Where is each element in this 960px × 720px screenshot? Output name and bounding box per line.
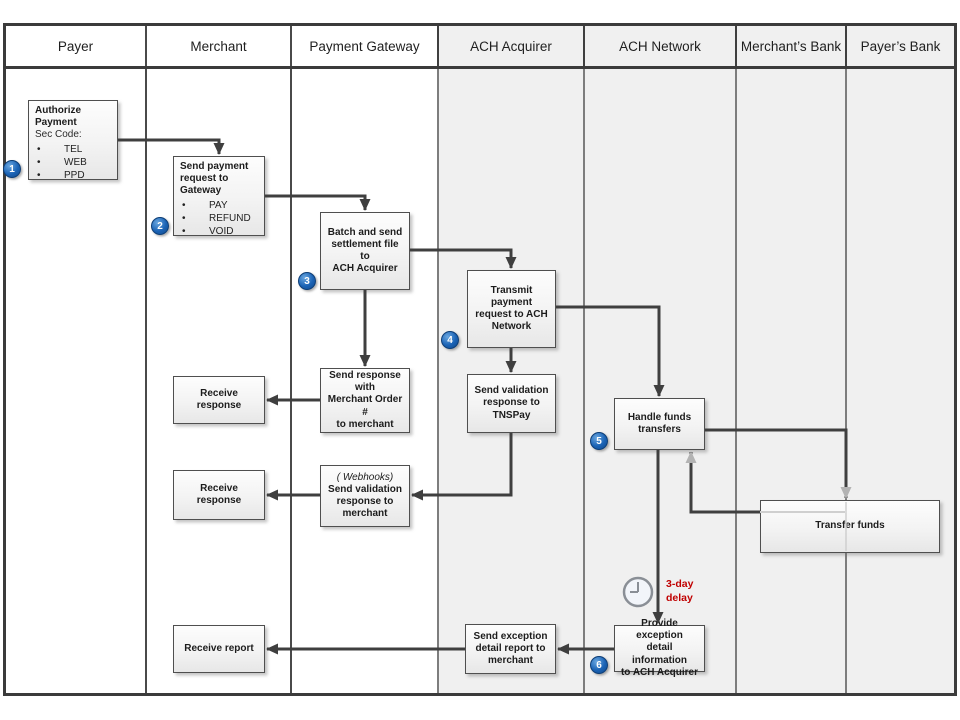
lane-divider-header (735, 26, 737, 66)
node-send-exception-report: Send exception detail report to merchant (465, 624, 556, 674)
node-label: Send validation response to merchant (328, 483, 402, 520)
node-provide-exception: Provide exception detail information to … (614, 618, 705, 678)
lane-divider (845, 26, 847, 693)
node-label: Receive report (184, 642, 254, 654)
lane-divider (145, 26, 147, 693)
ach-lanes-shading (437, 26, 954, 693)
node-subtitle: Sec Code: (35, 129, 82, 141)
node-receive-response-1: Receive response (173, 376, 265, 424)
step-badge-5: 5 (590, 432, 608, 450)
node-label: Transmit payment request to ACH Network (475, 284, 548, 333)
node-send-validation-tnspay: Send validation response to TNSPay (467, 374, 556, 433)
lane-divider-header (437, 26, 439, 66)
header-separator (3, 66, 957, 69)
node-label: Send response with Merchant Order # to m… (327, 370, 403, 430)
node-label: Batch and send settlement file to ACH Ac… (327, 226, 403, 275)
node-receive-response-2: Receive response (173, 470, 265, 520)
step-badge-4: 4 (441, 331, 459, 349)
lane-divider (583, 26, 585, 693)
node-send-payment-request: Send payment request to Gateway PAYREFUN… (173, 156, 265, 238)
step-badge-3: 3 (298, 272, 316, 290)
lane-header-ach-network: ACH Network (585, 26, 735, 66)
node-label: Handle funds transfers (627, 411, 692, 435)
node-send-response-order: Send response with Merchant Order # to m… (320, 368, 410, 433)
node-label: Transfer funds (815, 520, 885, 532)
delay-annotation: 3-day delay (666, 578, 694, 605)
request-type-list: PAYREFUNDVOID (180, 199, 258, 238)
step-badge-2: 2 (151, 217, 169, 235)
node-receive-report: Receive report (173, 625, 265, 673)
node-note: ( Webhooks) (336, 471, 394, 483)
node-handle-funds-transfers: Handle funds transfers (614, 398, 705, 450)
lane-divider-header (845, 26, 847, 66)
node-title: Send payment request to Gateway (180, 161, 249, 197)
lane-divider (290, 26, 292, 693)
sec-code-list: TELWEBPPD (35, 143, 111, 182)
lane-header-ach-acquirer: ACH Acquirer (439, 26, 583, 66)
step-badge-1: 1 (3, 160, 21, 178)
node-label: Provide exception detail information to … (620, 618, 699, 678)
node-label: Receive response (196, 387, 242, 411)
lane-header-payers-bank: Payer’s Bank (847, 26, 954, 66)
node-label: Send validation response to TNSPay (474, 385, 549, 421)
lane-header-merchant: Merchant (190, 38, 247, 54)
node-label: Send exception detail report to merchant (473, 630, 548, 667)
lane-header-payer: Payer (57, 38, 94, 54)
node-transmit-payment: Transmit payment request to ACH Network (467, 270, 556, 348)
node-webhooks-validation: ( Webhooks) Send validation response to … (320, 465, 410, 527)
lane-divider (735, 26, 737, 693)
node-title: Authorize Payment (35, 105, 82, 129)
step-badge-6: 6 (590, 656, 608, 674)
lane-divider (437, 26, 439, 693)
node-authorize-payment: Authorize Payment Sec Code: TELWEBPPD (28, 100, 118, 182)
node-batch-settlement: Batch and send settlement file to ACH Ac… (320, 212, 410, 290)
lane-header-payment-gateway: Payment Gateway (309, 38, 420, 54)
node-label: Receive response (196, 482, 242, 506)
lane-header-merchants-bank: Merchant’s Bank (737, 26, 845, 66)
node-transfer-funds: Transfer funds (760, 500, 940, 553)
clock-icon (621, 575, 655, 609)
lane-divider-header (583, 26, 585, 66)
